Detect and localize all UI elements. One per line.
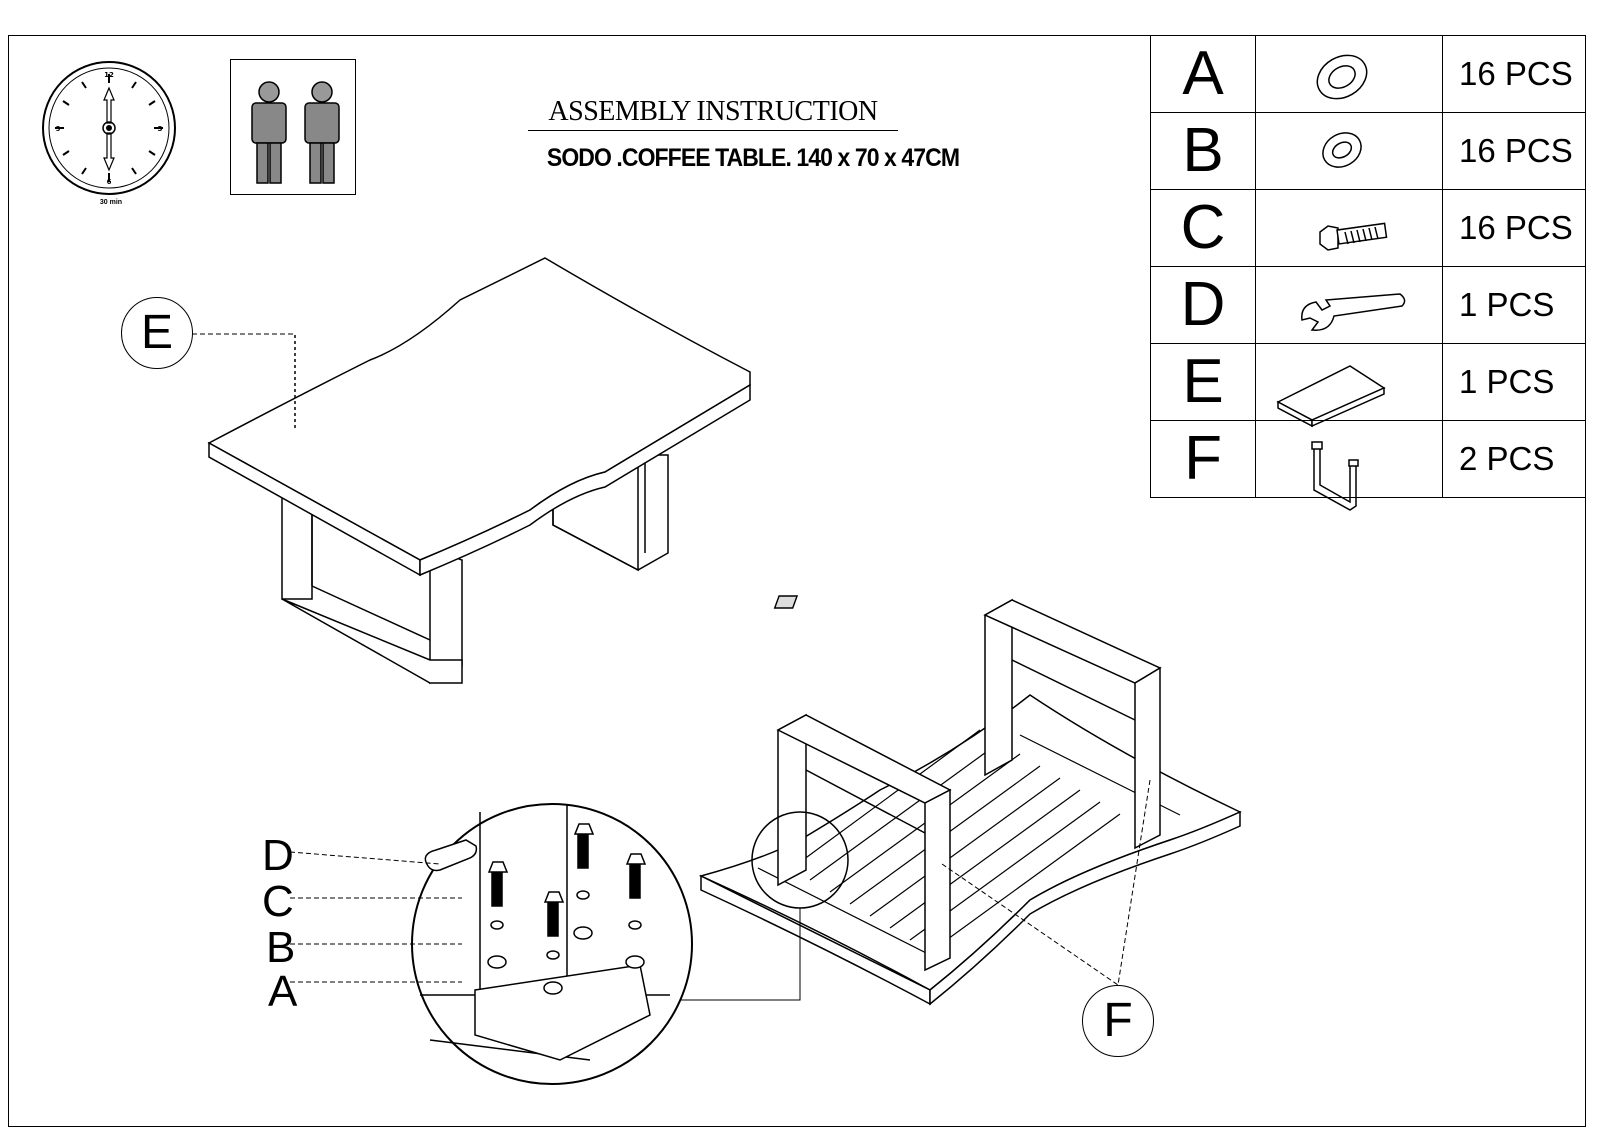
callout-spring-washer: B xyxy=(266,923,296,972)
page-title: ASSEMBLY INSTRUCTION xyxy=(528,96,898,131)
part-letter: E xyxy=(1150,343,1256,421)
part-quantity: 1 PCS xyxy=(1442,343,1586,421)
parts-row: C 16 PCS xyxy=(1150,189,1586,267)
part-picture xyxy=(1255,189,1443,267)
part-quantity: 16 PCS xyxy=(1442,189,1586,267)
part-picture xyxy=(1255,343,1443,421)
part-picture xyxy=(1255,112,1443,190)
page-subtitle: SODO .COFFEE TABLE. 140 x 70 x 47CM xyxy=(546,144,960,172)
part-picture xyxy=(1255,266,1443,344)
callout-bolt: C xyxy=(262,877,294,926)
part-letter: B xyxy=(1150,112,1256,190)
part-quantity: 1 PCS xyxy=(1442,266,1586,344)
clock-icon xyxy=(42,61,176,195)
page-frame xyxy=(8,35,1586,1127)
upside-down-table-drawing xyxy=(698,595,1242,1006)
clock-caption: 30 min xyxy=(99,199,123,206)
callout-wrench: D xyxy=(262,831,294,880)
people-box xyxy=(230,59,356,195)
callout-legs: F xyxy=(1082,985,1154,1057)
assembled-table-drawing xyxy=(207,257,751,685)
part-quantity: 16 PCS xyxy=(1442,35,1586,113)
clock-number-12: 12 xyxy=(104,71,114,79)
parts-row: F 2 PCS xyxy=(1150,420,1586,498)
part-letter: D xyxy=(1150,266,1256,344)
part-letter: C xyxy=(1150,189,1256,267)
callout-flat-washer: A xyxy=(268,967,298,1016)
parts-row: E 1 PCS xyxy=(1150,343,1586,421)
part-picture xyxy=(1255,420,1443,498)
parts-row: B 16 PCS xyxy=(1150,112,1586,190)
part-quantity: 2 PCS xyxy=(1442,420,1586,498)
part-picture xyxy=(1255,35,1443,113)
callout-tabletop: E xyxy=(121,297,193,369)
two-people-icon xyxy=(251,81,340,184)
part-quantity: 16 PCS xyxy=(1442,112,1586,190)
part-letter: A xyxy=(1150,35,1256,113)
parts-table: A 16 PCS B 16 PCS C 16 PCS D 1 PCS E xyxy=(1150,35,1586,498)
clock-number-3: 3 xyxy=(158,125,163,133)
clock-number-9: 9 xyxy=(56,125,61,133)
part-letter: F xyxy=(1150,420,1256,498)
parts-row: D 1 PCS xyxy=(1150,266,1586,344)
clock-number-6: 6 xyxy=(107,178,112,186)
parts-row: A 16 PCS xyxy=(1150,35,1586,113)
